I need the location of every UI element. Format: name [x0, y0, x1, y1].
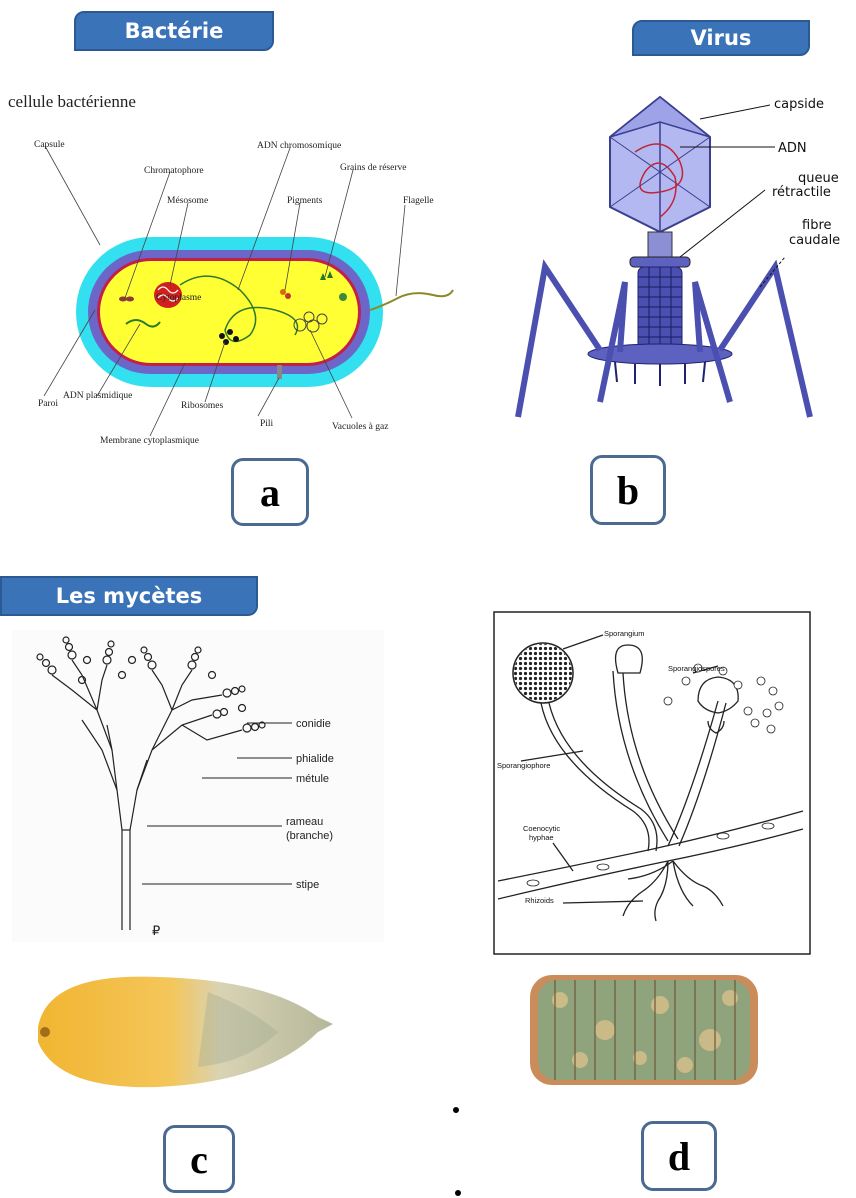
bacteria-title: cellule bactérienne	[8, 92, 136, 111]
label-conidie: conidie	[296, 718, 331, 730]
label-box-c: c	[163, 1125, 235, 1193]
dot-mark-2	[455, 1190, 461, 1196]
label-ribosomes: Ribosomes	[181, 401, 224, 411]
label-box-b: b	[590, 455, 666, 525]
dot-mark	[453, 1107, 459, 1113]
label-adn-plasmidique: ADN plasmidique	[63, 391, 132, 401]
label-rhizoids: Rhizoids	[525, 896, 554, 905]
label-caudale: caudale	[789, 233, 840, 248]
label-sporangium: Sporangium	[604, 629, 644, 638]
rhizopus-diagram: Sporangium Sporangiospores Sporangiophor…	[493, 611, 811, 955]
label-box-d: d	[641, 1121, 717, 1191]
label-mesosome: Mésosome	[167, 196, 208, 206]
label-grains: Grains de réserve	[340, 163, 406, 173]
label-sporangiospores: Sporangiospores	[668, 664, 725, 673]
label-capside: capside	[774, 97, 824, 112]
label-flagelle: Flagelle	[403, 196, 434, 206]
moldy-lemon-image	[28, 962, 348, 1097]
label-fibre: fibre	[802, 218, 832, 233]
label-chromatophore: Chromatophore	[144, 166, 204, 176]
tag-mycetes: Les mycètes	[0, 576, 258, 616]
label-branche: (branche)	[286, 830, 333, 842]
svg-text:₽: ₽	[152, 923, 160, 938]
label-sporangiophore: Sporangiophore	[497, 761, 550, 770]
moldy-bread-image	[520, 960, 768, 1095]
label-retractile: rétractile	[772, 185, 831, 200]
label-adn: ADN	[778, 141, 807, 156]
tag-virus: Virus	[632, 20, 810, 56]
label-stipe: stipe	[296, 879, 319, 891]
label-queue: queue	[798, 171, 839, 186]
tag-bacterie: Bactérie	[74, 11, 274, 51]
tail-sheath	[638, 267, 682, 352]
label-cytoplasme: Cytoplasme	[156, 293, 201, 303]
bacteria-diagram: cellule bactérienne Cytoplasme C	[0, 80, 470, 455]
label-pigments: Pigments	[287, 196, 323, 206]
label-pili: Pili	[260, 419, 274, 429]
label-rameau: rameau	[286, 816, 323, 828]
label-metule: métule	[296, 773, 329, 785]
label-vacuoles: Vacuoles à gaz	[332, 422, 388, 432]
label-coenocytic: Coenocytic	[523, 824, 560, 833]
label-phialide: phialide	[296, 753, 334, 765]
label-adn-chromosomique: ADN chromosomique	[257, 141, 341, 151]
label-box-a: a	[231, 458, 309, 526]
cytoplasm-shape	[100, 261, 358, 363]
label-capsule: Capsule	[34, 140, 65, 150]
label-hyphae: hyphae	[529, 833, 554, 842]
label-membrane: Membrane cytoplasmique	[100, 436, 199, 446]
penicillium-diagram: ₽ conidie phialide métule rameau (branch…	[12, 630, 384, 942]
virus-diagram: capside ADN queue rétractile fibre cauda…	[510, 92, 856, 437]
label-paroi: Paroi	[38, 399, 58, 409]
